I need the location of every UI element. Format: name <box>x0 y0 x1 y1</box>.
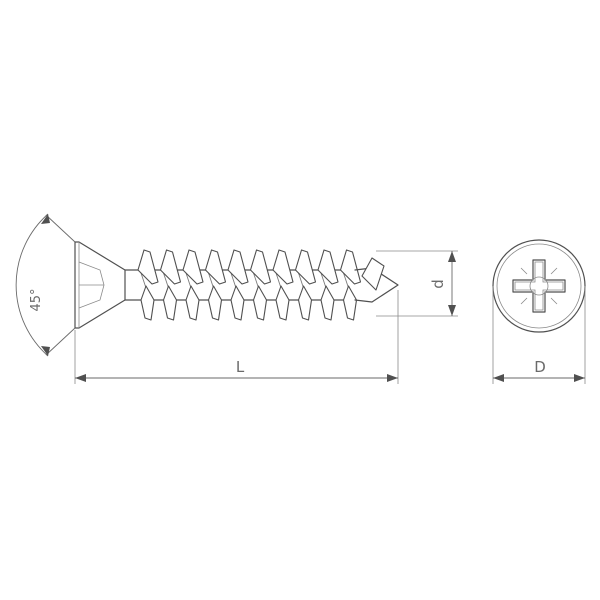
head-inner-circle <box>496 243 582 329</box>
thread-crest-bottom <box>342 285 358 321</box>
length-arrow-left <box>75 374 86 382</box>
length-dimension: L <box>74 290 399 384</box>
d-label: d <box>429 279 447 289</box>
recess-inner-detail <box>514 261 564 311</box>
angle-label: 45° <box>29 288 44 311</box>
thread-crest-top <box>227 249 249 285</box>
tip-thread <box>361 257 385 291</box>
head-diameter-dimension: D <box>492 286 586 384</box>
angle-arc <box>15 213 49 357</box>
thread-crest-top <box>317 249 339 285</box>
thread-crest-top <box>249 249 272 285</box>
screw-head-end-view <box>492 239 586 333</box>
d-arrow-top <box>448 251 456 262</box>
screw-side-view <box>74 241 399 329</box>
pozi-tick-nw <box>520 267 528 275</box>
thread-crest-top <box>159 249 182 285</box>
D-arrow-left <box>493 374 504 382</box>
pozidriv-cross-recess <box>512 259 566 313</box>
length-arrow-right <box>387 374 398 382</box>
angle-dimension: 45° <box>15 213 76 357</box>
thread-crest-bottom <box>230 285 245 321</box>
thread-crest-bottom <box>320 285 335 321</box>
D-label: D <box>534 358 546 376</box>
angle-extension-top <box>45 214 76 243</box>
thread-crest-top <box>182 249 204 285</box>
thread-crest-bottom <box>140 285 155 321</box>
pozi-tick-se <box>550 297 558 305</box>
thread-crest-bottom <box>185 285 200 321</box>
thread-crest-top <box>137 249 159 285</box>
d-arrow-bottom <box>448 305 456 316</box>
thread-crest-bottom <box>162 285 178 321</box>
thread-crest-top <box>272 249 294 285</box>
shank-diameter-dimension: d <box>376 250 458 317</box>
thread-crest-bottom <box>275 285 290 321</box>
thread-crest-bottom <box>252 285 268 321</box>
thread-crest-bottom <box>297 285 313 321</box>
thread-crest-top <box>339 249 362 285</box>
pozi-tick-ne <box>550 267 558 275</box>
head-outer-circle <box>492 239 586 333</box>
length-label: L <box>236 358 245 376</box>
angle-extension-bottom <box>45 327 76 356</box>
angle-arrow-bottom <box>41 346 50 356</box>
angle-arrow-top <box>41 214 50 224</box>
thread-crest-top <box>204 249 227 285</box>
recess-center-arc <box>529 276 549 296</box>
screw-threads <box>137 249 362 321</box>
pozi-tick-sw <box>520 297 528 305</box>
thread-crest-bottom <box>207 285 223 321</box>
thread-crest-top <box>294 249 317 285</box>
D-arrow-right <box>574 374 585 382</box>
